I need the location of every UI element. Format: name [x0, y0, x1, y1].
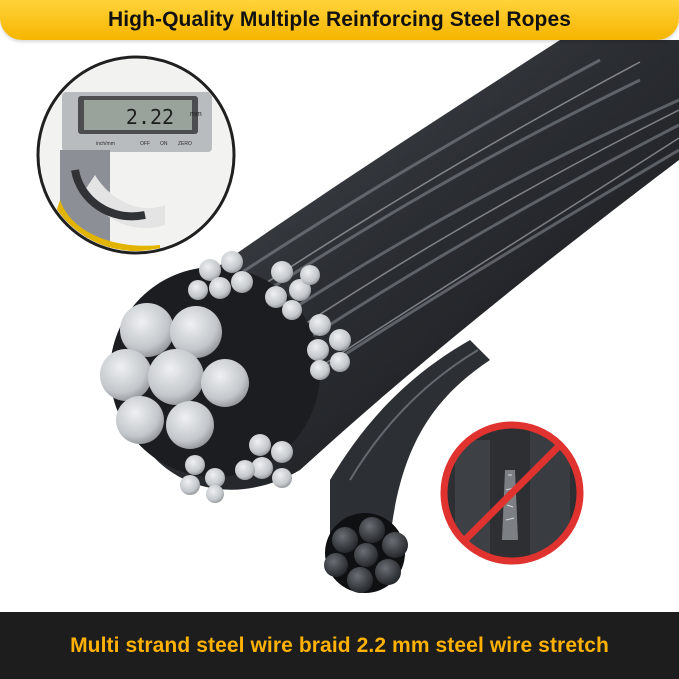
dark-strand-end	[324, 513, 408, 593]
caliper-button-off: OFF	[140, 141, 150, 147]
caption-text: Multi strand steel wire braid 2.2 mm ste…	[70, 633, 609, 657]
caliper-unit: mm	[190, 111, 202, 118]
caliper-button-on: ON	[160, 141, 168, 147]
prohibited-icon	[440, 421, 584, 565]
wire-bundle-end	[100, 251, 351, 503]
caption-bar: Multi strand steel wire braid 2.2 mm ste…	[0, 612, 679, 679]
title-text: High-Quality Multiple Reinforcing Steel …	[107, 8, 572, 31]
caliper-reading: 2.22	[126, 105, 174, 129]
loose-strand	[330, 340, 490, 545]
caliper-button-zero: ZERO	[178, 141, 192, 147]
caliper-button-inch-mm: inch/mm	[96, 141, 115, 147]
caliper-inset: 2.22 mm inch/mm OFF ON ZERO	[36, 55, 236, 255]
title-banner: High-Quality Multiple Reinforcing Steel …	[0, 0, 679, 40]
prohibited-inset	[440, 421, 584, 565]
